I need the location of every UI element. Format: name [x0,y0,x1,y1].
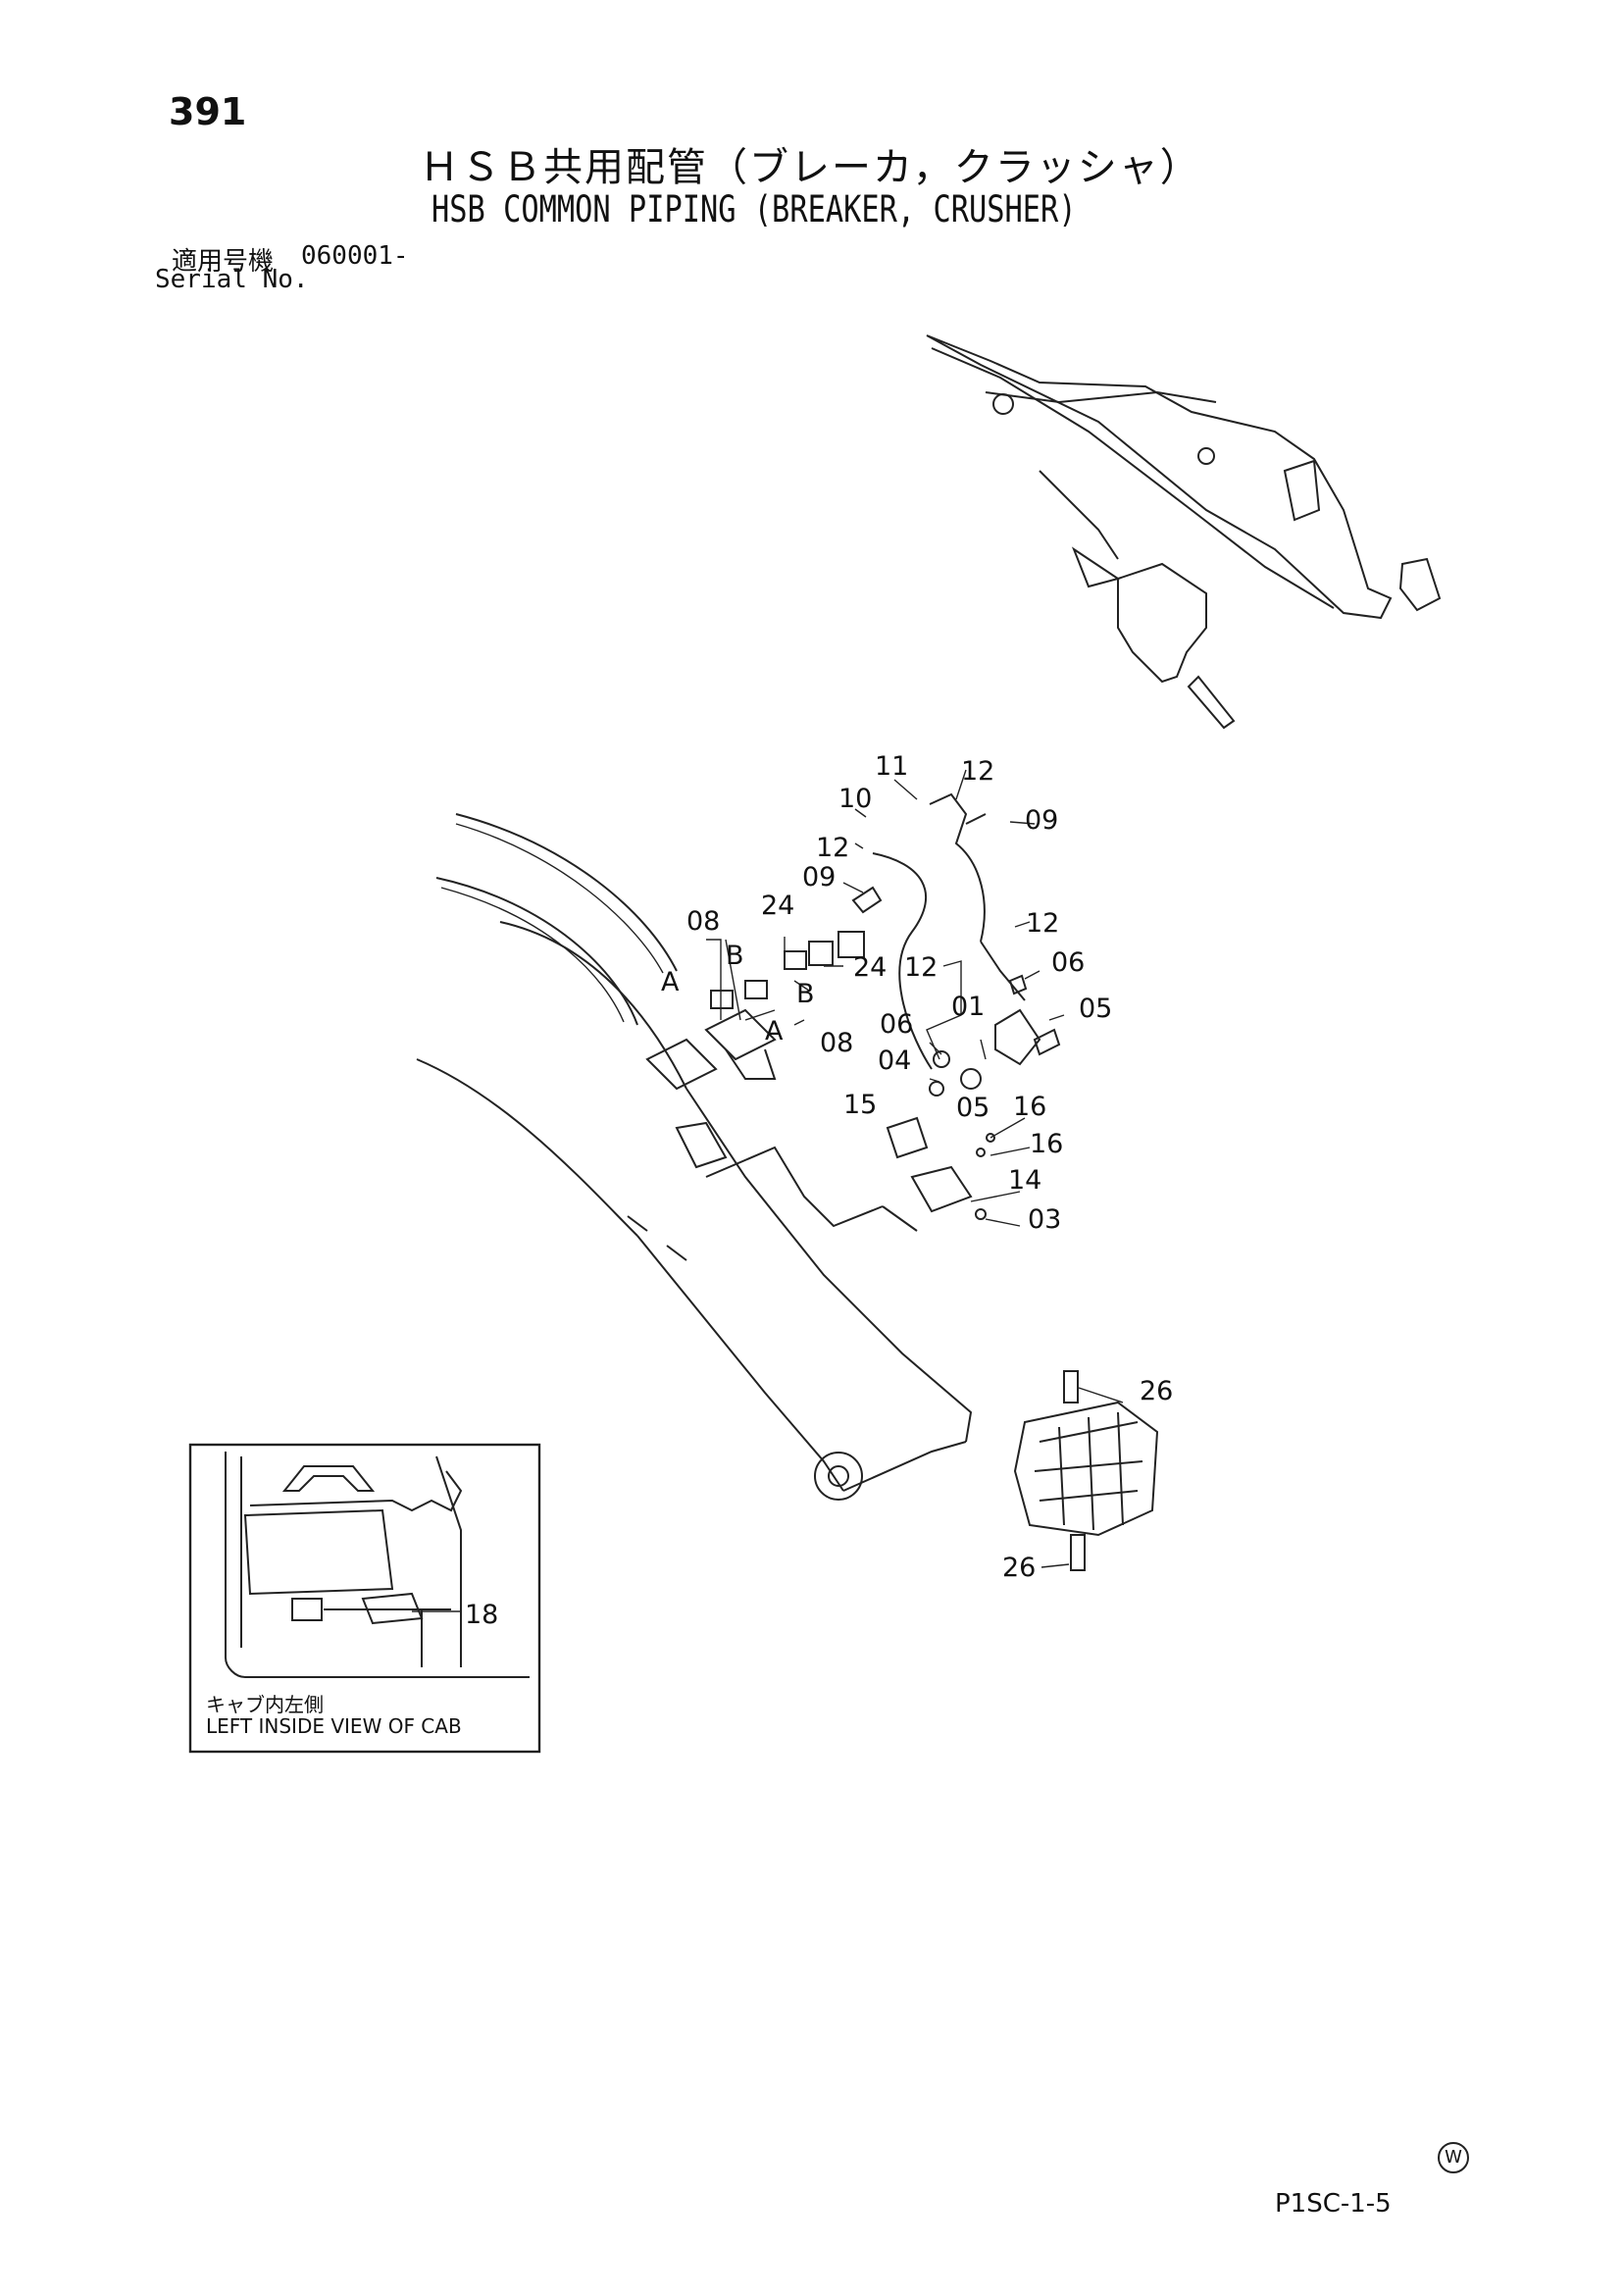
inset-label-en: LEFT INSIDE VIEW OF CAB [206,1714,462,1738]
boom-detail-drawing [416,813,973,1501]
callout-09: 09 [1025,805,1058,836]
callout-12: 12 [816,833,849,863]
leader-lines [412,769,1124,1612]
callout-05: 05 [1079,994,1112,1024]
callout-03: 03 [1028,1204,1061,1235]
callout-12: 12 [1026,908,1059,939]
bracket-drawing [886,1116,995,1220]
callout-09: 09 [802,862,836,893]
callout-15: 15 [843,1090,877,1120]
control-valve-drawing [1013,1370,1159,1571]
callout-letter-a: A [661,967,680,997]
callout-11: 11 [875,751,908,782]
callout-12: 12 [961,756,994,787]
callout-24: 24 [761,891,794,921]
callout-18: 18 [465,1600,498,1630]
serial-label-en: Serial No. [155,265,309,294]
w-mark-icon: W [1438,2142,1469,2173]
callout-05: 05 [956,1093,990,1123]
page-title-en: HSB COMMON PIPING (BREAKER, CRUSHER) [431,188,1077,230]
page-title-jp: ＨＳＢ共用配管（ブレーカ，クラッシャ） [420,145,1201,190]
page-number: 391 [169,90,247,133]
callout-01: 01 [951,992,985,1022]
callout-12: 12 [904,952,938,983]
callout-08: 08 [820,1028,853,1058]
callout-06: 06 [1051,947,1085,978]
hose-assembly-drawing [710,792,1061,1097]
callout-labels: 11 12 10 09 12 09 24 08 12 B 24 12 06 A … [465,751,1173,1630]
callout-letter-a: A [765,1016,784,1046]
callout-26: 26 [1002,1553,1036,1583]
serial-value: 060001- [301,241,409,271]
callout-06: 06 [880,1009,913,1040]
callout-letter-b: B [726,941,744,971]
callout-14: 14 [1008,1165,1041,1196]
reference-code: P1SC-1-5 [1275,2189,1392,2219]
serial-label-jp: 適用号機 [172,247,275,277]
callout-10: 10 [838,784,872,814]
callout-26: 26 [1140,1376,1173,1406]
callout-16: 16 [1030,1129,1063,1159]
callout-04: 04 [878,1046,911,1076]
boom-overview-drawing [926,334,1442,730]
callout-08: 08 [686,906,720,937]
cab-inset [188,1443,541,1754]
callout-letter-b: B [796,979,815,1009]
inset-label-jp: キャブ内左側 [206,1693,324,1716]
callout-16: 16 [1013,1092,1046,1122]
callout-24: 24 [853,952,887,983]
